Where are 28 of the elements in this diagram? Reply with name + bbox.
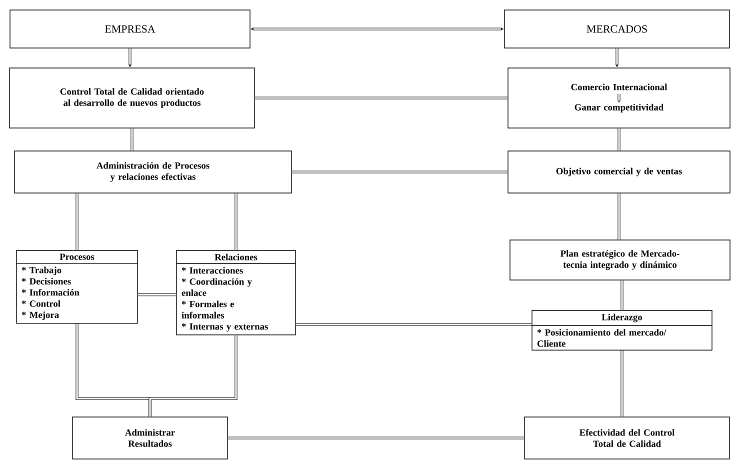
double-arrow	[128, 48, 132, 68]
process-box: MERCADOS	[504, 10, 730, 48]
double-line	[620, 280, 624, 310]
process-box: Control Total de Calidad orientado al desarrollo de nuevos productos	[9, 68, 255, 128]
double-line	[618, 193, 620, 240]
process-box: EMPRESA	[10, 10, 250, 48]
double-arrow	[616, 48, 618, 68]
part-list-box: Procesos * Trabajo * Decisiones * Información * Control * Mejora	[16, 250, 138, 324]
double-line	[148, 335, 238, 417]
double-line	[254, 96, 508, 100]
double-line	[130, 128, 134, 151]
double-line	[228, 436, 524, 440]
part-list-box: Relaciones * Interacciones * Coordinación y enlace * Formales e informales * Internas y externas	[176, 250, 296, 336]
double-arrow	[250, 28, 504, 30]
double-line	[234, 193, 238, 250]
process-box: Efectividad del Control Total de Calidad	[524, 416, 730, 460]
process-box: Comercio Internacional Ganar competitividad	[508, 68, 730, 128]
double-line	[138, 294, 176, 296]
double-line	[296, 322, 532, 326]
process-box: Administración de Procesos y relaciones efectivas	[14, 150, 292, 194]
double-line	[76, 193, 78, 250]
part-list-box: Liderazgo * Posicionamiento del mercado/ Cliente	[532, 310, 712, 350]
process-box: Administrar Resultados	[72, 416, 228, 460]
double-line	[292, 170, 508, 174]
process-box: Objetivo comercial y de ventas	[508, 150, 730, 194]
double-line	[618, 128, 620, 151]
process-box: Plan estratégico de Mercado-tecnia integrado y dinámico	[510, 240, 730, 280]
double-line	[620, 350, 624, 417]
